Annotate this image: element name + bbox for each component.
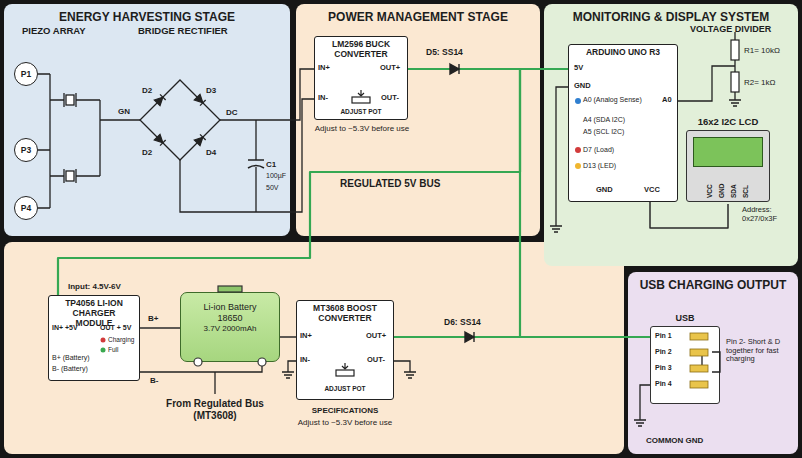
piezo-wires: [38, 74, 140, 208]
node-title: P4: [21, 203, 31, 213]
pin-dot: [575, 98, 581, 104]
module-box: LM2596 BUCK CONVERTER: [314, 36, 408, 120]
diode-symbol: [194, 94, 205, 105]
usb-contacts: [690, 333, 708, 388]
battery-terminal: [258, 358, 266, 366]
pin-dot: [575, 163, 581, 169]
node-body: 3.7V 2000mAh: [195, 324, 265, 334]
battery-negative-wire: [140, 366, 262, 372]
text-label: ADJUST POT: [314, 108, 408, 115]
stage-panel: USB CHARGING OUTPUT USB: [628, 272, 798, 454]
module-box: ARDUINO UNO R3: [568, 44, 678, 202]
usb-housing: [650, 326, 720, 404]
wires: [38, 32, 741, 426]
pot-arrow: [358, 90, 364, 96]
node-title: USB CHARGING OUTPUT: [632, 278, 794, 292]
stage-panel: POWER MANAGEMENT STAGE LM2596 BUCK CONVER…: [296, 4, 540, 236]
indicator-dots: [101, 98, 582, 353]
battery-terminal: [194, 358, 202, 366]
text-label: From Regulated Bus (MT3608): [150, 398, 280, 421]
node-title: TP4056 LI-ION CHARGER MODULE: [53, 299, 135, 328]
text-label: Adjust to ~5.3V before use: [286, 418, 404, 427]
node-title: Li-ion Battery 18650: [195, 302, 265, 324]
rectifier-wires: [180, 69, 314, 212]
pot-arrow: [342, 363, 348, 369]
pot-symbol: [352, 97, 370, 103]
node-title: ENERGY HARVESTING STAGE: [8, 10, 286, 24]
text-label: Address: 0x27/0x3F: [742, 206, 796, 223]
text-label: Pin 2- Short & D together for fast charg…: [726, 338, 794, 364]
diode-symbol: [465, 332, 474, 342]
node-title: LM2596 BUCK CONVERTER: [319, 40, 403, 60]
crystal: [66, 95, 74, 105]
resistor-symbol: [731, 40, 739, 60]
power-panel-lower: [4, 242, 624, 454]
signal-wire: [140, 327, 180, 329]
module-box: TP4056 LI-ION CHARGER MODULE: [48, 295, 140, 381]
schottky-diodes: [450, 64, 474, 342]
capacitor-symbol: [248, 160, 264, 168]
resistor-symbol: [731, 72, 739, 92]
battery-parts: [194, 286, 266, 366]
node-title: USB: [650, 312, 720, 324]
crystal: [66, 171, 74, 181]
lcd-screen: [693, 137, 763, 167]
text-label: Adjust to ~5.3V before use: [306, 124, 418, 133]
node-title: POWER MANAGEMENT STAGE: [300, 10, 536, 24]
diode-symbol: [154, 134, 165, 145]
text-label: ADJUST POT: [296, 385, 394, 392]
leader-line: [214, 372, 215, 394]
piezo-crystals: [64, 93, 76, 183]
node-title: MT3608 BOOST CONVERTER: [301, 304, 389, 324]
node-title: P1: [21, 69, 31, 79]
led-dot: [101, 348, 106, 353]
bus-wire: [394, 336, 650, 338]
led-dot: [101, 338, 106, 343]
gnd-wire: [550, 87, 568, 232]
signal-wire: [280, 336, 296, 338]
text-label: SPECIFICATIONS: [296, 406, 394, 415]
piezo-element: P1: [14, 62, 38, 86]
node-title: ARDUINO UNO R3: [573, 48, 673, 58]
diode-symbol: [194, 134, 205, 145]
pot-symbol: [336, 370, 354, 376]
stage-panel: MONITORING & DISPLAY SYSTEM ARDUINO UNO R…: [544, 4, 798, 266]
battery-cap: [218, 286, 242, 292]
divider-wires: [678, 32, 741, 106]
piezo-element: P4: [14, 196, 38, 220]
piezo-element: P3: [14, 138, 38, 162]
lcd-body: [686, 130, 770, 202]
mt-out-gnd-wire: [394, 361, 416, 378]
node-title: 16x2 I2C LCD: [686, 116, 770, 128]
node-title: MONITORING & DISPLAY SYSTEM: [548, 10, 794, 24]
bus-wire: [408, 69, 650, 337]
bus-wire: [58, 69, 520, 295]
battery-cell: Li-ion Battery 186503.7V 2000mAh: [180, 292, 280, 362]
crystal-plates: [64, 93, 76, 183]
diode-symbol: [154, 94, 165, 105]
usb-gnd-wire: [634, 385, 650, 426]
usb-port: USB: [650, 312, 720, 406]
pots-resistors: [336, 40, 739, 376]
bridge-outline: [140, 80, 220, 160]
diode-symbol: [450, 64, 459, 74]
lcd-display: 16x2 I2C LCD: [686, 116, 770, 204]
node-title: P3: [21, 145, 31, 155]
bridge-diodes: [154, 94, 205, 145]
signal-wire: [650, 202, 728, 228]
mt-gnd-wire: [282, 361, 296, 378]
pin-dot: [575, 147, 581, 153]
